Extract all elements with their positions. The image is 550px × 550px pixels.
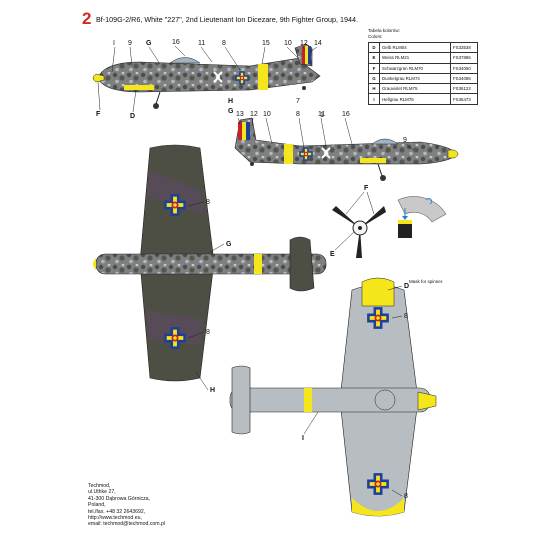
callout-label: D <box>130 113 135 120</box>
callout-label: 8 <box>222 40 226 47</box>
callout-label: 13 <box>236 111 244 118</box>
callout-label: H <box>210 387 215 394</box>
spinner-mask-icon <box>397 196 447 238</box>
sheet-title: Bf-109G-2/R6, White "227", 2nd Lieutenan… <box>96 15 359 24</box>
callout-label: D <box>404 283 409 290</box>
callout-label: 9 <box>403 137 407 144</box>
plan-view-lower <box>229 277 437 517</box>
callout-label: 14 <box>314 40 322 47</box>
legend-title: Tabela kolorów: <box>368 28 400 33</box>
callout-label: E <box>330 251 335 258</box>
address-line: email: techmod@techmod.com.pl <box>88 521 166 528</box>
callout-label: I <box>302 435 304 442</box>
callout-label: G <box>226 241 232 248</box>
side-view-top <box>92 43 321 109</box>
address-line: 41-300 Dąbrowa Górnicza, <box>88 495 150 502</box>
side-view-bottom <box>234 117 459 181</box>
callout-label: 10 <box>263 111 271 118</box>
callout-label: 12 <box>250 111 258 118</box>
callout-label: 1 <box>320 112 324 119</box>
callout-label: F <box>96 111 101 118</box>
plan-view-upper <box>93 144 327 382</box>
address-line: tel./fax. +48 32 2643692, <box>88 508 146 515</box>
callout-label: 15 <box>262 40 270 47</box>
callout-label: 8 <box>296 111 300 118</box>
callout-label: 11 <box>318 111 325 118</box>
callout-label: F <box>364 185 369 192</box>
callout-label: I <box>113 40 115 47</box>
sheet-number: 2 <box>82 9 92 28</box>
address-line: Poland, <box>88 502 106 509</box>
callout-label: 12 <box>300 40 308 47</box>
callout-label: 8 <box>404 493 408 500</box>
legend-subtitle: Colors: <box>368 34 383 39</box>
callout-label: 8 <box>206 329 210 336</box>
callout-label: 9 <box>128 40 132 47</box>
callout-label: 8 <box>404 313 408 320</box>
side-view-bottom-callouts: 13 12 10 8 11 16 9 <box>236 111 415 151</box>
callout-label: 16 <box>342 111 350 118</box>
callout-label: 10 <box>284 40 292 47</box>
address-line: Techmod, <box>88 483 111 489</box>
manufacturer-address: Techmod, ul.Uthke 27, 41-300 Dąbrowa Gór… <box>88 483 165 528</box>
callout-label: G <box>228 108 234 115</box>
address-line: ul.Uthke 27, <box>88 489 116 496</box>
callout-label: 16 <box>172 39 180 46</box>
callout-label: 8 <box>206 199 210 206</box>
legend-fs-code: FS36473 <box>450 93 478 105</box>
callout-label: H <box>228 98 233 105</box>
propeller-icon <box>332 206 386 258</box>
callout-label: G <box>146 40 152 47</box>
callout-label: 7 <box>296 98 300 105</box>
mask-note: Mask for spinner. <box>409 279 444 284</box>
side-view-top-callouts: I 9 G 16 11 8 15 10 12 14 H 7 F D G 1 <box>96 39 324 120</box>
address-line: http://www.techmod.eu, <box>88 515 142 522</box>
callout-label: 11 <box>198 40 205 47</box>
